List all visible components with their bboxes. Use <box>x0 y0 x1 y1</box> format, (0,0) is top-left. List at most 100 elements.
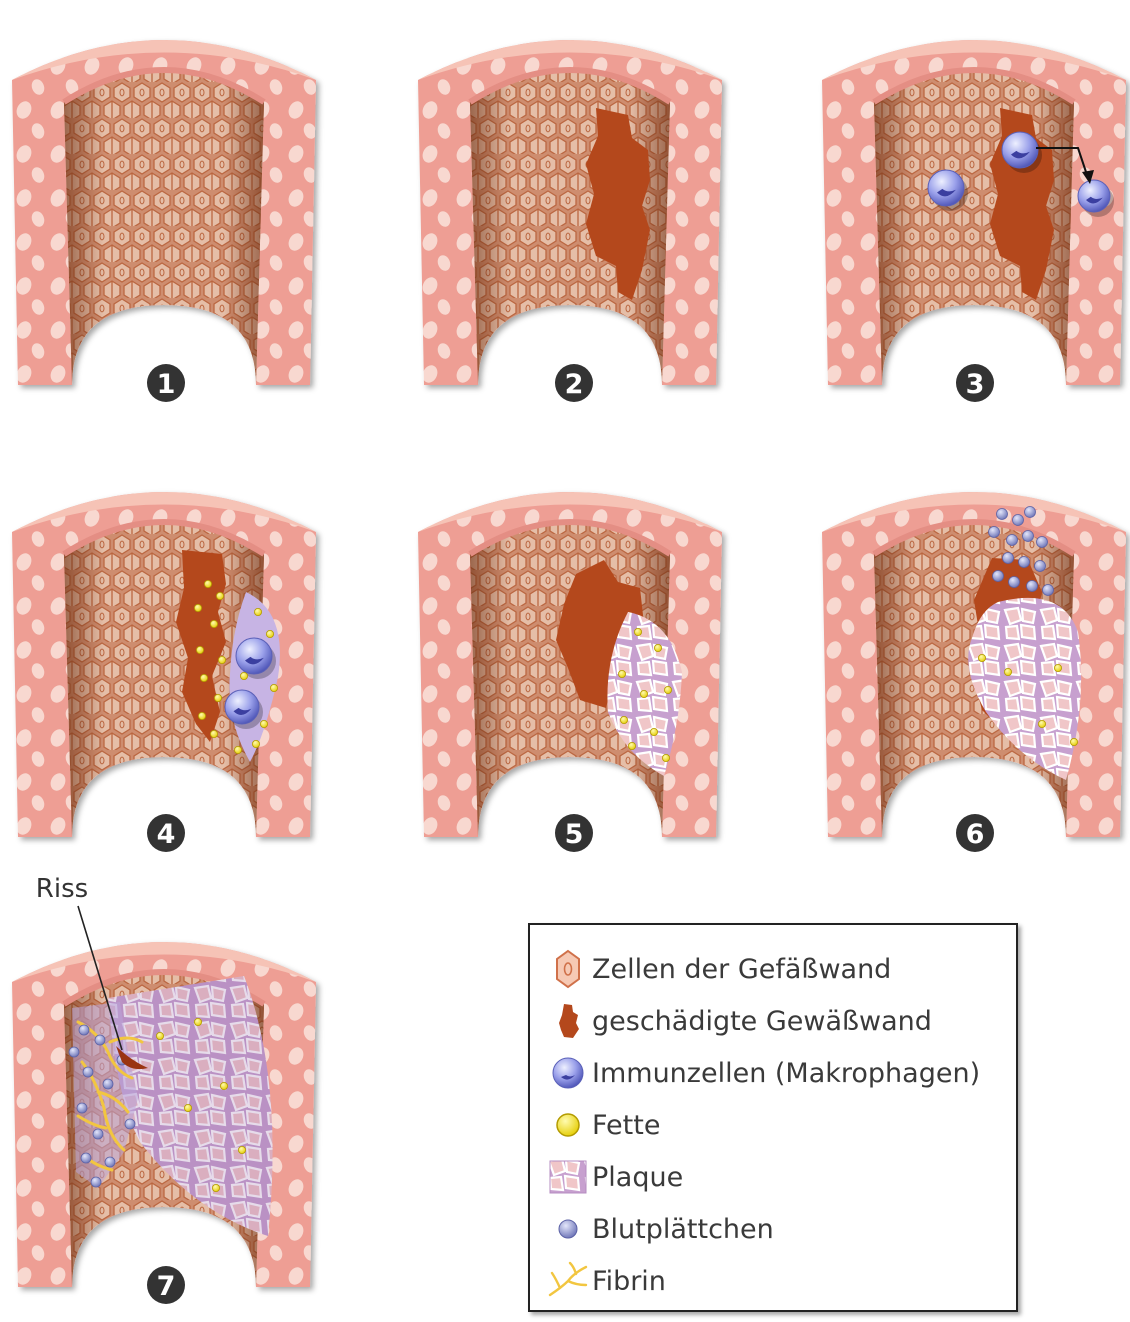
legend-item-fats: Fette <box>546 1105 1016 1145</box>
fat-droplet <box>184 1104 191 1111</box>
platelet <box>103 1079 113 1089</box>
step-number: 1 <box>157 369 176 400</box>
fat-droplet <box>252 740 259 747</box>
fat-droplet <box>216 592 223 599</box>
fat-droplet <box>214 694 221 701</box>
platelet <box>91 1177 101 1187</box>
fat-droplet <box>1070 738 1077 745</box>
fat-droplet <box>640 690 647 697</box>
fat-droplet <box>218 656 225 663</box>
vessel-step-2: 2 <box>418 40 722 402</box>
platelet <box>1023 531 1034 542</box>
fat-droplet <box>1038 720 1045 727</box>
legend-item-platelets: Blutplättchen <box>546 1209 1016 1249</box>
platelet <box>1019 557 1030 568</box>
fat-droplet <box>194 604 201 611</box>
fat-droplet <box>978 654 985 661</box>
fat-droplet <box>238 1146 245 1153</box>
step-badge-6: 6 <box>956 814 994 852</box>
fat-droplet <box>654 644 661 651</box>
vessel-wall <box>418 40 722 385</box>
damaged-wall-icon <box>546 1001 590 1041</box>
platelet <box>1009 577 1020 588</box>
platelet <box>1007 535 1018 546</box>
fat-droplet <box>1054 664 1061 671</box>
fat-droplet <box>194 1018 201 1025</box>
legend-item-damaged-wall: geschädigte Gewäßwand <box>546 1001 1016 1041</box>
fat-droplet <box>628 742 635 749</box>
step-number: 5 <box>565 819 584 850</box>
fat-droplet <box>212 1184 219 1191</box>
legend-item-fibrin: Fibrin <box>546 1261 1016 1301</box>
fat-droplet <box>196 646 203 653</box>
riss-label: Riss <box>36 874 88 904</box>
vessel-wall <box>12 40 316 385</box>
platelet <box>69 1047 79 1057</box>
step-number: 7 <box>157 1271 176 1302</box>
platelet <box>1037 537 1048 548</box>
fibrin-icon <box>546 1261 590 1301</box>
vessel-wall-cell-icon <box>546 949 590 989</box>
fat-droplet <box>210 620 217 627</box>
legend-label: Immunzellen (Makrophagen) <box>592 1058 980 1089</box>
platelet <box>1025 507 1036 518</box>
legend: Zellen der Gefäßwand geschädigte Gewäßwa… <box>528 923 1018 1312</box>
fat-droplet <box>156 1032 163 1039</box>
fat-droplet <box>664 686 671 693</box>
legend-label: Zellen der Gefäßwand <box>592 954 891 985</box>
fat-droplet <box>618 670 625 677</box>
step-badge-1: 1 <box>147 364 185 402</box>
legend-item-vessel-wall-cells: Zellen der Gefäßwand <box>546 949 1016 989</box>
fat-droplet <box>234 746 241 753</box>
platelet <box>1027 581 1038 592</box>
step-badge-5: 5 <box>555 814 593 852</box>
step-number: 6 <box>966 819 985 850</box>
legend-item-macrophages: Immunzellen (Makrophagen) <box>546 1053 1016 1093</box>
vessel-step-3: 3 <box>822 40 1126 402</box>
fat-droplet <box>650 728 657 735</box>
platelet <box>989 527 1000 538</box>
vessel-step-4: 4 <box>12 492 316 852</box>
fat-droplet <box>260 720 267 727</box>
platelet <box>77 1103 87 1113</box>
fat-droplet-icon <box>546 1105 590 1145</box>
legend-label: Fibrin <box>592 1266 666 1297</box>
platelet <box>1035 561 1046 572</box>
fat-droplet <box>204 580 211 587</box>
platelet <box>105 1157 115 1167</box>
fat-droplet <box>240 672 247 679</box>
plaque-icon <box>546 1157 590 1197</box>
fat-droplet <box>220 1082 227 1089</box>
legend-label: geschädigte Gewäßwand <box>592 1006 932 1037</box>
vessel-step-6: 6 <box>822 492 1126 852</box>
platelet <box>81 1153 91 1163</box>
step-badge-4: 4 <box>147 814 185 852</box>
fat-droplet <box>634 628 641 635</box>
step-badge-7: 7 <box>147 1266 185 1304</box>
step-number: 2 <box>565 369 584 400</box>
fat-droplet <box>254 608 261 615</box>
platelet <box>1043 585 1054 596</box>
platelet <box>93 1129 103 1139</box>
fat-droplet <box>620 716 627 723</box>
vessel-wall <box>822 40 1126 385</box>
step-number: 4 <box>157 819 176 850</box>
vessel-step-7: 7 <box>12 942 316 1304</box>
fat-droplet <box>200 674 207 681</box>
step-badge-2: 2 <box>555 364 593 402</box>
fat-droplet <box>662 754 669 761</box>
vessel-step-1: 1 <box>12 40 316 402</box>
macrophage-icon <box>546 1053 590 1093</box>
legend-item-plaque: Plaque <box>546 1157 1016 1197</box>
platelet <box>1013 515 1024 526</box>
legend-label: Plaque <box>592 1162 683 1193</box>
fat-droplet <box>1004 668 1011 675</box>
fat-droplet <box>266 630 273 637</box>
platelet <box>79 1025 89 1035</box>
platelet <box>997 509 1008 520</box>
fat-droplet <box>198 712 205 719</box>
platelet <box>1003 553 1014 564</box>
platelet <box>95 1035 105 1045</box>
fat-droplet <box>210 730 217 737</box>
step-badge-3: 3 <box>956 364 994 402</box>
